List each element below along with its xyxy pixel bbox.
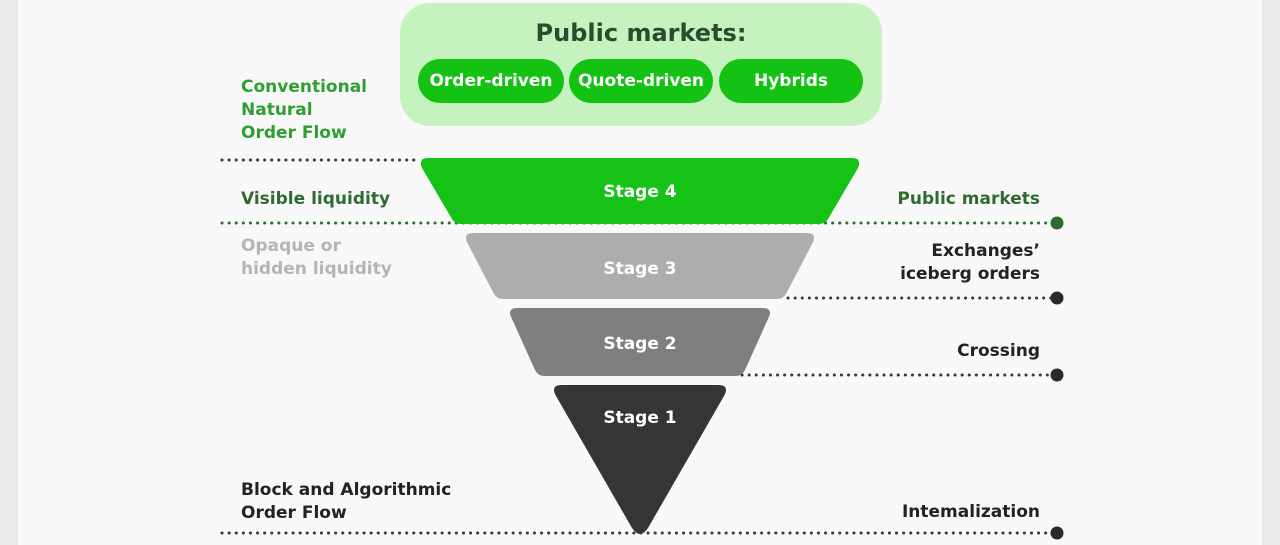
right-margin bbox=[1262, 0, 1280, 545]
stage-3-shape bbox=[466, 233, 814, 299]
pill-order-driven: Order-driven bbox=[418, 59, 564, 103]
left-margin bbox=[0, 0, 18, 545]
public-markets-right-label: Public markets bbox=[897, 189, 1040, 209]
crossing-label: Crossing bbox=[957, 341, 1040, 361]
stage-1-shape bbox=[554, 385, 726, 534]
visible-liquidity-label: Visible liquidity bbox=[241, 189, 391, 209]
dot-public-markets bbox=[1050, 216, 1064, 230]
stage-1-label: Stage 1 bbox=[603, 408, 676, 428]
internalization-label: Intemalization bbox=[901, 502, 1040, 522]
iceberg-orders-label: Exchanges’ iceberg orders bbox=[900, 241, 1040, 284]
pill-quote-driven: Quote-driven bbox=[569, 59, 713, 103]
dot-internal bbox=[1050, 526, 1064, 540]
dot-iceberg bbox=[1050, 291, 1064, 305]
block-algorithmic-label: Block and Algorithmic Order Flow bbox=[241, 480, 452, 523]
public-markets-title: Public markets: bbox=[535, 19, 747, 47]
stage-4-shape bbox=[420, 158, 860, 224]
stage-2-shape bbox=[510, 308, 770, 376]
stage-3-label: Stage 3 bbox=[603, 259, 676, 279]
public-markets-box: Public markets: Order-driven Quote-drive… bbox=[400, 3, 882, 126]
dot-crossing bbox=[1050, 368, 1064, 382]
pill-hybrids: Hybrids bbox=[719, 59, 863, 103]
stage-2-label: Stage 2 bbox=[603, 334, 676, 354]
stage-4-label: Stage 4 bbox=[603, 182, 676, 202]
opaque-liquidity-label: Opaque or hidden liquidity bbox=[241, 236, 392, 279]
conventional-flow-label: Conventional Natural Order Flow bbox=[241, 77, 368, 143]
